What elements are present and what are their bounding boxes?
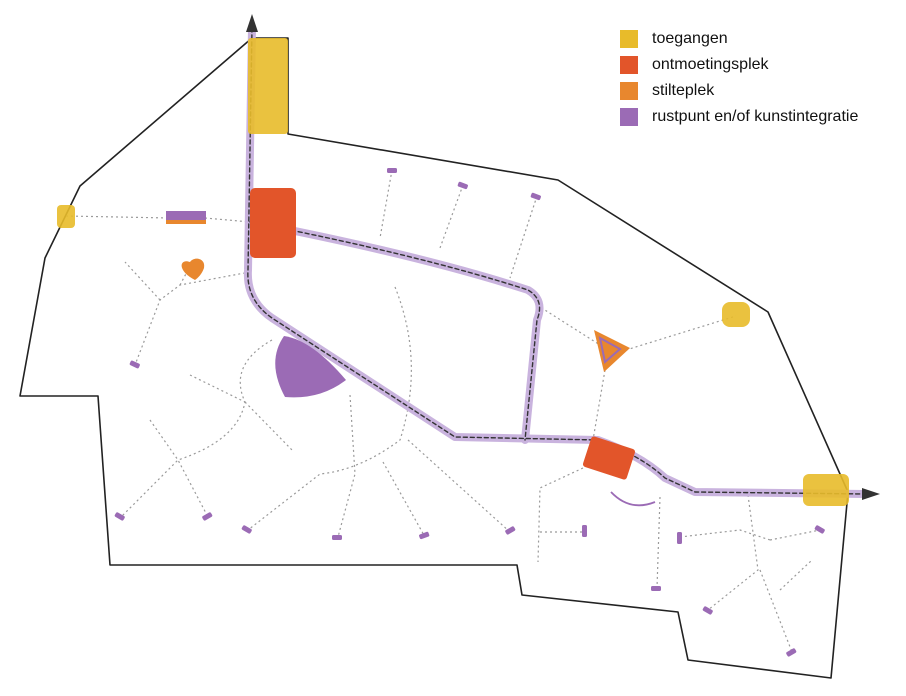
side-path [536,304,601,346]
arrow-east-icon [862,488,880,500]
rest-point-marker [166,211,206,222]
quiet-place-marker [181,258,205,280]
rest-point-marker [241,525,252,534]
side-path [382,461,426,538]
side-path [407,439,511,533]
legend-label: rustpunt en/of kunstintegratie [652,108,859,125]
arrow-north-icon [246,14,258,32]
meeting-place-marker [582,436,636,480]
legend-swatch [620,56,638,74]
ontmoetingsplek-markers [250,188,636,480]
side-paths [65,169,821,653]
side-path [439,184,464,249]
toegangen-markers [57,38,849,506]
side-path [779,559,813,591]
rustpunt-markers [114,168,825,657]
rest-point-marker [419,531,430,540]
side-path [247,286,412,531]
side-path [656,496,661,589]
quiet-place-marker [594,330,630,372]
side-path [769,529,821,541]
rest-point-marker [786,648,797,657]
rest-point-marker [457,181,468,190]
legend-label: ontmoetingsplek [652,56,769,73]
access-marker [803,474,849,506]
meeting-place-marker [250,188,296,258]
side-path [189,374,246,403]
rest-point-marker [114,512,125,521]
legend-item-toegangen: toegangen [620,26,900,52]
access-marker [57,205,75,228]
side-path [204,217,251,223]
side-path [65,215,171,219]
rest-point-marker [582,525,587,537]
side-path [244,401,293,451]
side-path [337,394,356,538]
legend-label: stilteplek [652,82,715,99]
legend-swatch [620,108,638,126]
side-path [625,315,737,351]
access-marker [248,38,288,134]
rest-point-marker [505,526,516,535]
side-path [124,261,161,301]
side-path [679,529,771,541]
rest-point-marker [129,360,140,369]
legend-label: toegangen [652,30,728,47]
park-boundary [19,37,849,679]
legend-swatch [620,82,638,100]
side-path [509,195,538,279]
rest-point-marker [202,512,213,521]
rest-point-marker [530,192,541,201]
legend-item-rustpunt: rustpunt en/of kunstintegratie [620,104,900,130]
legend-item-ontmoetingsplek: ontmoetingsplek [620,52,900,78]
rest-point-marker [332,535,342,540]
side-path [537,467,584,563]
side-path [759,569,793,653]
stilteplek-markers [181,258,630,372]
map-legend: toegangen ontmoetingsplek stilteplek rus… [620,26,900,130]
rest-point-marker [275,336,346,398]
rest-point-marker [702,606,713,615]
quiet-place-marker [598,336,622,364]
side-path [379,169,393,239]
side-path [134,271,251,366]
legend-swatch [620,30,638,48]
rest-point-marker [814,525,825,534]
rest-point-marker [651,586,661,591]
rest-point-marker [387,168,397,173]
rest-point-marker [166,220,206,224]
side-path [592,369,606,441]
rest-point-marker [677,532,682,544]
side-path [119,339,273,519]
side-path [149,419,209,518]
rest-point-marker [610,491,656,507]
access-marker [722,302,750,327]
side-path [707,494,759,611]
legend-item-stilteplek: stilteplek [620,78,900,104]
